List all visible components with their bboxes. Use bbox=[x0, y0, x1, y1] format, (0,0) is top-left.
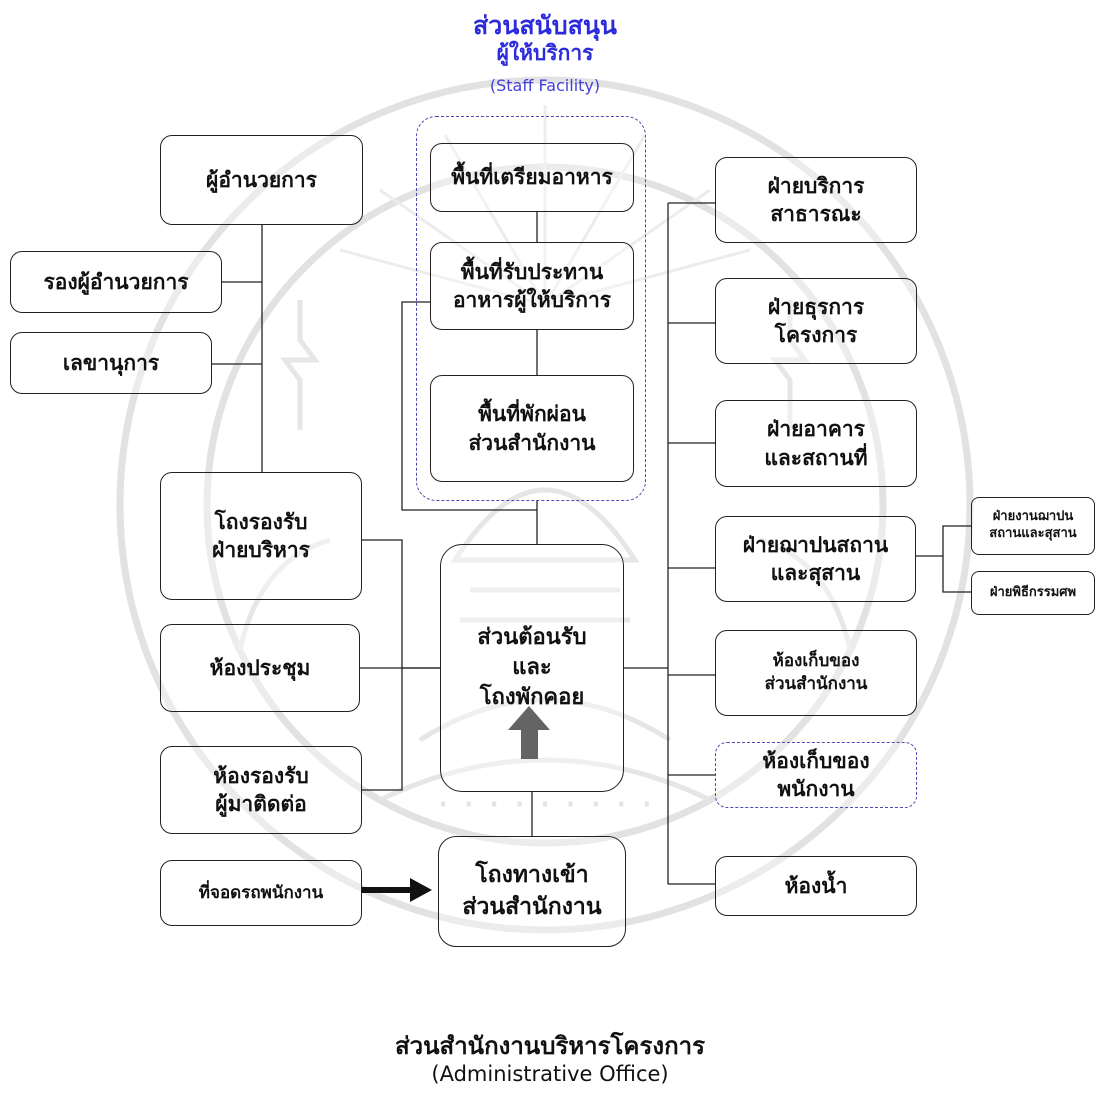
arrow-up-icon bbox=[508, 706, 550, 759]
node-deputy-director[interactable]: รองผู้อำนวยการ bbox=[10, 251, 222, 313]
node-project-admin[interactable]: ฝ่ายธุรการ โครงการ bbox=[715, 278, 917, 364]
node-office-rest[interactable]: พื้นที่พักผ่อน ส่วนสำนักงาน bbox=[430, 375, 634, 482]
node-staff-dining[interactable]: พื้นที่รับประทาน อาหารผู้ให้บริการ bbox=[430, 242, 634, 330]
node-office-storage[interactable]: ห้องเก็บของ ส่วนสำนักงาน bbox=[715, 630, 917, 716]
staff-facility-zone bbox=[416, 116, 646, 501]
node-meeting-room[interactable]: ห้องประชุม bbox=[160, 624, 360, 712]
staff-facility-header: ส่วนสนับสนุน ผู้ให้บริการ (Staff Facilit… bbox=[420, 11, 670, 95]
node-funeral-rites[interactable]: ฝ่ายพิธีกรรมศพ bbox=[971, 571, 1095, 615]
node-admin-hall[interactable]: โถงรองรับ ฝ่ายบริหาร bbox=[160, 472, 362, 600]
node-building-grounds[interactable]: ฝ่ายอาคาร และสถานที่ bbox=[715, 400, 917, 487]
staff-facility-title: ส่วนสนับสนุน bbox=[472, 11, 618, 40]
staff-facility-english: (Staff Facility) bbox=[489, 75, 601, 95]
node-food-prep[interactable]: พื้นที่เตรียมอาหาร bbox=[430, 143, 634, 212]
node-office-entrance[interactable]: โถงทางเข้า ส่วนสำนักงาน bbox=[438, 836, 626, 947]
node-staff-storage[interactable]: ห้องเก็บของ พนักงาน bbox=[715, 742, 917, 808]
node-visitor-room[interactable]: ห้องรองรับ ผู้มาติดต่อ bbox=[160, 746, 362, 834]
admin-office-title: ส่วนสำนักงานบริหารโครงการ bbox=[395, 1032, 705, 1060]
node-restroom[interactable]: ห้องน้ำ bbox=[715, 856, 917, 916]
node-staff-parking[interactable]: ที่จอดรถพนักงาน bbox=[160, 860, 362, 926]
admin-office-footer: ส่วนสำนักงานบริหารโครงการ (Administrativ… bbox=[290, 1032, 810, 1088]
node-secretary[interactable]: เลขานุการ bbox=[10, 332, 212, 394]
arrow-right-icon bbox=[362, 878, 432, 902]
staff-facility-subtitle: ผู้ให้บริการ bbox=[496, 40, 594, 65]
admin-office-english: (Administrative Office) bbox=[431, 1061, 669, 1086]
node-crematorium-cemetery[interactable]: ฝ่ายฌาปนสถาน และสุสาน bbox=[715, 516, 916, 602]
svg-text:· · · · · · · · ·: · · · · · · · · · bbox=[437, 782, 653, 828]
node-crematorium-work[interactable]: ฝ่ายงานฌาปน สถานและสุสาน bbox=[971, 497, 1095, 555]
node-public-service[interactable]: ฝ่ายบริการ สาธารณะ bbox=[715, 157, 917, 243]
node-director[interactable]: ผู้อำนวยการ bbox=[160, 135, 363, 225]
node-reception-lobby[interactable]: ส่วนต้อนรับ และ โถงพักคอย bbox=[440, 544, 624, 792]
